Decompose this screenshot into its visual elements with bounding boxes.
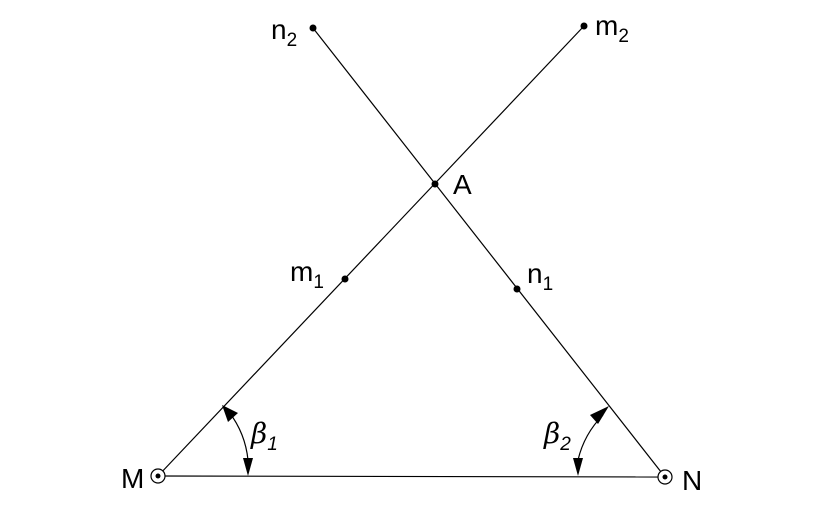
point-m2 (580, 22, 588, 30)
label-m1: m1 (290, 256, 324, 293)
label-beta2: β2 (543, 417, 571, 455)
line-M-to-m2 (157, 25, 585, 477)
label-N: N (682, 465, 702, 496)
label-A: A (453, 169, 472, 200)
baseline-M-N (157, 475, 666, 478)
label-M: M (121, 463, 144, 494)
angle-arc-beta1 (228, 411, 249, 461)
point-A (431, 180, 439, 188)
line-n2-to-N (312, 27, 666, 478)
label-n2: n2 (271, 14, 297, 51)
label-m2: m2 (595, 10, 629, 47)
arrowhead-beta1-bottom (243, 458, 253, 476)
label-n1: n1 (527, 258, 553, 295)
station-N-symbol (657, 469, 673, 485)
point-n1 (513, 285, 521, 293)
arrowhead-beta2-bottom (573, 458, 583, 476)
arrowhead-beta1-top (222, 405, 238, 422)
arrowhead-beta2-top (590, 406, 609, 424)
label-beta1: β1 (250, 417, 278, 455)
point-n2 (309, 24, 317, 32)
station-M-symbol (150, 468, 166, 484)
point-m1 (341, 275, 349, 283)
